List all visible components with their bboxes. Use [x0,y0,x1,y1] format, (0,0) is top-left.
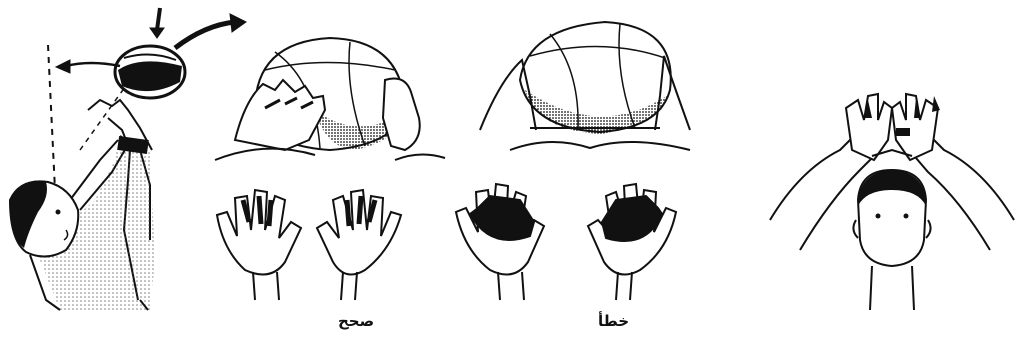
wrong-hand-position [450,0,720,347]
front-view-setting-pose [760,0,1024,347]
open-hand-left [217,190,301,275]
player-head [10,181,78,256]
correct-hand-position [205,0,455,347]
caption-correct: صحح [338,312,374,330]
ball-icon [520,22,671,134]
caption-wrong: خطأ [598,312,629,330]
open-hand-right [317,190,401,275]
trajectory-dashed-line [48,45,55,190]
ball-icon [115,46,185,98]
face-front [853,170,930,266]
open-hand-right [588,184,676,275]
open-hand-left [456,184,544,275]
